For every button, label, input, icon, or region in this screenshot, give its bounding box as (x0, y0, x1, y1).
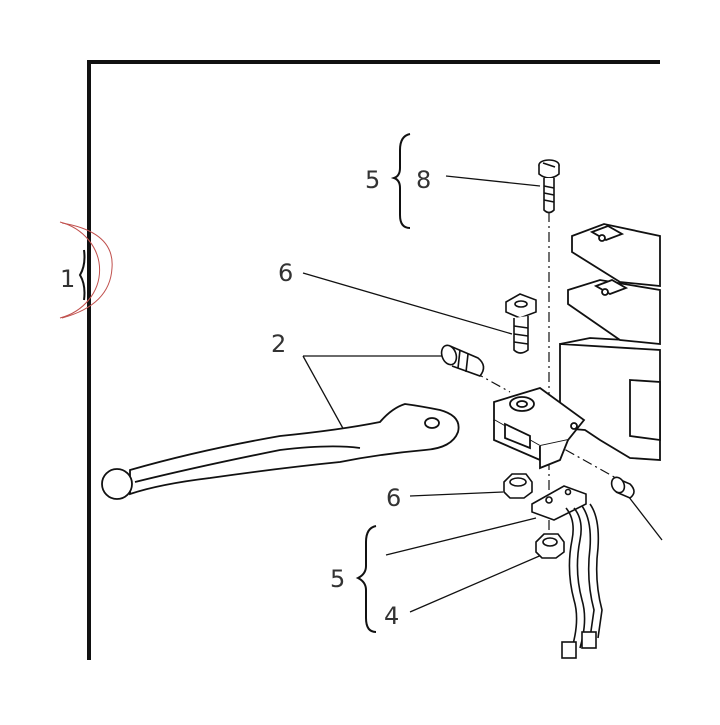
label-screw-8: 8 (416, 166, 431, 194)
pivot-pin-part (505, 293, 537, 354)
nut-4-part (535, 533, 565, 559)
brace-group-5-bottom (355, 525, 377, 633)
leader-lines (302, 175, 663, 613)
page-frame (87, 60, 660, 660)
label-assembly-1: 1 (60, 265, 75, 293)
switch-wires (561, 503, 603, 659)
screw-part (538, 159, 560, 214)
small-pin-part (610, 476, 635, 499)
callout-circle-arc (61, 222, 113, 319)
callout-circle-marker (59, 221, 101, 319)
label-group-5-top: 5 (365, 166, 380, 194)
label-pin-6-top: 6 (278, 259, 293, 287)
brake-lever-part (101, 403, 460, 500)
bushing-part (440, 344, 485, 377)
nut-part (503, 473, 533, 499)
label-group-5-bottom: 5 (330, 565, 345, 593)
brace-group-5-top (390, 133, 411, 229)
label-lever-2: 2 (271, 330, 286, 358)
label-nut-6-lower: 6 (386, 484, 401, 512)
brace-assembly-1 (78, 249, 86, 301)
master-cylinder-body (493, 223, 661, 470)
label-nut-4: 4 (384, 602, 399, 630)
switch-bracket-part (531, 485, 587, 521)
